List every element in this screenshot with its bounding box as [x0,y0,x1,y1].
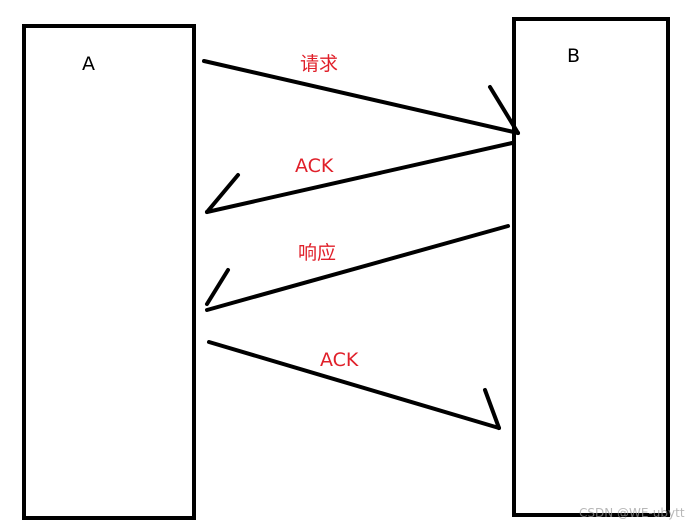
node-b: B [512,17,670,517]
message-response-arrowhead [205,268,230,306]
message-ack-1: ACK [205,141,514,214]
message-ack-1-line [205,141,514,214]
message-response: 响应 [205,224,510,312]
node-a-label: A [82,53,95,75]
node-b-label: B [567,45,580,67]
message-ack-1-arrowhead [205,173,240,214]
message-ack-2-line [207,340,501,430]
message-ack-2: ACK [207,340,501,430]
message-request-arrowhead [488,85,520,135]
message-response-line [205,224,510,312]
message-ack-2-arrowhead [483,388,501,430]
node-b-box [512,17,670,517]
message-request-line [202,59,520,135]
watermark-text: CSDN @WE-ubytt [579,506,685,520]
message-request: 请求 [202,53,520,135]
message-response-label: 响应 [298,242,336,264]
node-a-box [22,24,196,520]
message-ack-2-label: ACK [320,349,359,371]
message-ack-1-label: ACK [295,155,334,177]
message-request-label: 请求 [300,53,338,75]
node-a: A [22,24,196,520]
